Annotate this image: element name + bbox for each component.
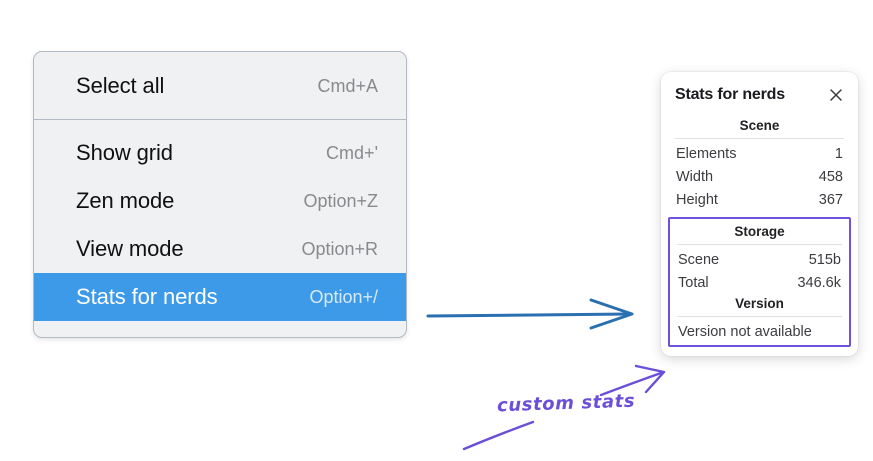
menu-item-label: Select all: [76, 73, 165, 98]
stat-value: 1: [834, 145, 843, 162]
stat-row: Elements 1: [672, 142, 847, 165]
menu-item-label: Stats for nerds: [76, 284, 218, 309]
panel-header: Stats for nerds: [672, 84, 847, 104]
stat-value: 346.6k: [797, 274, 841, 291]
stat-key: Scene: [678, 251, 720, 268]
custom-stats-annotation-label: custom stats: [496, 390, 636, 417]
section-heading-storage: Storage: [734, 224, 785, 239]
menu-item-shortcut: Option+/: [309, 286, 378, 307]
stat-key: Height: [676, 191, 718, 208]
section-divider: [677, 244, 842, 245]
menu-item-select-all[interactable]: Select all Cmd+A: [34, 62, 406, 110]
version-not-available-text: Version not available: [678, 324, 812, 340]
menu-item-zen-mode[interactable]: Zen mode Option+Z: [34, 177, 406, 225]
purple-underline-stroke: [462, 420, 535, 451]
menu-item-show-grid[interactable]: Show grid Cmd+': [34, 129, 406, 177]
stat-row: Width 458: [672, 165, 847, 188]
menu-item-stats-for-nerds[interactable]: Stats for nerds Option+/: [34, 273, 406, 321]
custom-stats-highlight-box: Storage Scene 515b Total 346.6k Version …: [668, 217, 851, 347]
context-menu[interactable]: Select all Cmd+A Show grid Cmd+' Zen mod…: [33, 51, 407, 338]
section-divider: [675, 138, 844, 139]
menu-item-label: Show grid: [76, 140, 173, 165]
menu-item-shortcut: Cmd+A: [317, 75, 378, 96]
stat-key: Elements: [676, 145, 737, 162]
blue-arrow-icon: [426, 298, 634, 330]
menu-footer-spacer: [34, 321, 406, 337]
menu-group-secondary: Show grid Cmd+' Zen mode Option+Z View m…: [34, 119, 406, 337]
section-divider: [677, 316, 842, 317]
menu-group-primary: Select all Cmd+A: [34, 52, 406, 119]
stat-key: Width: [676, 168, 714, 185]
stat-row: Total 346.6k: [674, 271, 845, 294]
menu-item-label: View mode: [76, 236, 184, 261]
menu-item-shortcut: Cmd+': [326, 142, 378, 163]
panel-title: Stats for nerds: [675, 86, 785, 103]
menu-item-label: Zen mode: [76, 188, 175, 213]
menu-item-shortcut: Option+Z: [303, 190, 378, 211]
stat-key: Total: [678, 274, 709, 291]
close-icon[interactable]: [828, 87, 844, 103]
section-heading-version: Version: [735, 296, 784, 311]
menu-item-view-mode[interactable]: View mode Option+R: [34, 225, 406, 273]
section-heading-scene: Scene: [739, 118, 780, 133]
stat-row: Height 367: [672, 188, 847, 211]
stat-value: 367: [818, 191, 843, 208]
stat-value: 515b: [808, 251, 841, 268]
stat-value: 458: [818, 168, 843, 185]
stat-row: Scene 515b: [674, 248, 845, 271]
stats-for-nerds-panel: Stats for nerds Scene Elements 1 Width 4…: [661, 72, 858, 356]
menu-item-shortcut: Option+R: [301, 238, 378, 259]
